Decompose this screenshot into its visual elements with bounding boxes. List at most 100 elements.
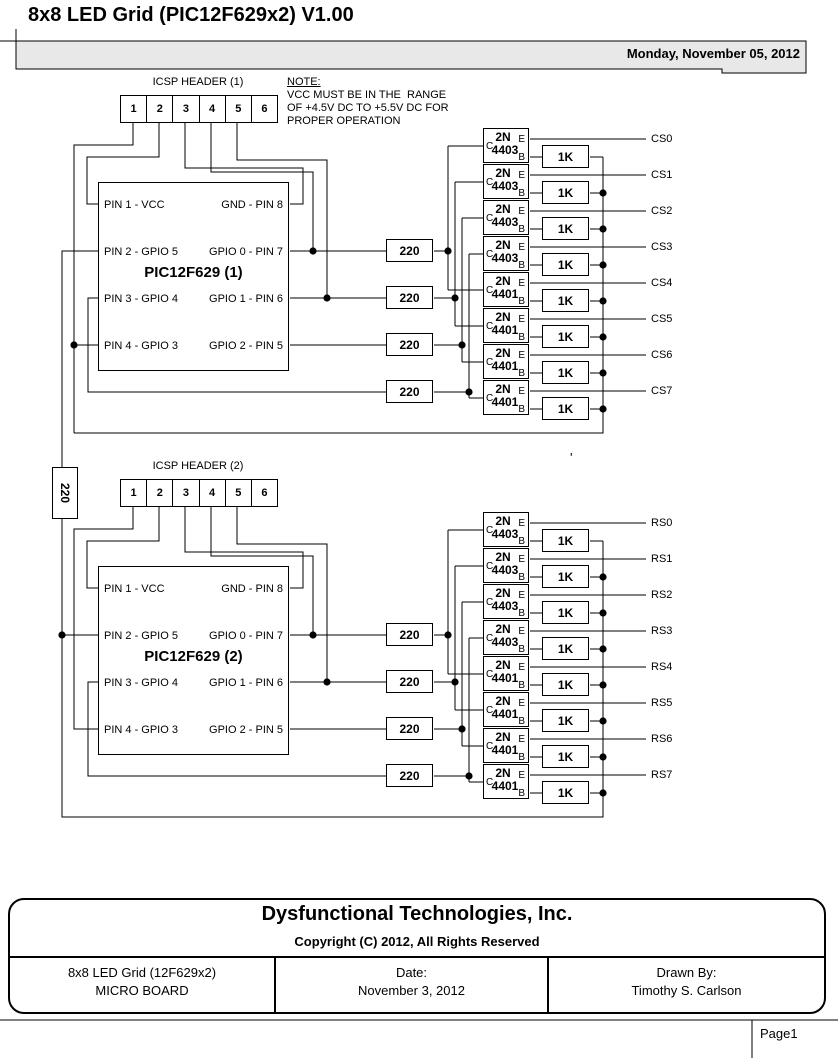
transistor-pin-b: B bbox=[518, 260, 525, 271]
transistor-part-top: 2N bbox=[495, 586, 511, 600]
transistor-part-top: 2N bbox=[495, 166, 511, 180]
base-resistor-label: 1K bbox=[557, 149, 574, 164]
transistor-pin-c: C bbox=[486, 357, 494, 368]
base-resistor-label: 1K bbox=[557, 677, 574, 692]
base-resistor: 1K bbox=[542, 181, 589, 204]
pic-left-pin-label: PIN 4 - GPIO 3 bbox=[104, 724, 178, 736]
series-resistor-label: 220 bbox=[399, 674, 420, 689]
base-resistor-label: 1K bbox=[557, 533, 574, 548]
pic-left-pin-label: PIN 4 - GPIO 3 bbox=[104, 340, 178, 352]
board-name-cell: 8x8 LED Grid (12F629x2) MICRO BOARD bbox=[10, 958, 274, 1012]
icsp-header-label: ICSP HEADER (2) bbox=[152, 460, 244, 472]
note-line: OF +4.5V DC TO +5.5V DC FOR bbox=[287, 102, 449, 114]
junction-dot bbox=[599, 645, 607, 653]
base-resistor: 1K bbox=[542, 145, 589, 168]
transistor-part-bottom: 4401 bbox=[491, 287, 519, 301]
signal-label: RS4 bbox=[651, 661, 673, 673]
pic-left-pin-label: PIN 3 - GPIO 4 bbox=[104, 293, 178, 305]
transistor-part-bottom: 4403 bbox=[491, 179, 519, 193]
wire bbox=[184, 121, 304, 205]
transistor-part-bottom: 4403 bbox=[491, 143, 519, 157]
signal-label: CS4 bbox=[651, 277, 673, 289]
transistor-pin-e: E bbox=[518, 206, 525, 217]
transistor-pin-c: C bbox=[486, 213, 494, 224]
board-name-line2: MICRO BOARD bbox=[95, 983, 189, 998]
transistor-pin-c: C bbox=[486, 525, 494, 536]
base-resistor: 1K bbox=[542, 325, 589, 348]
page-title: 8x8 LED Grid (PIC12F629x2) V1.00 bbox=[28, 4, 354, 26]
transistor-part-bottom: 4401 bbox=[491, 743, 519, 757]
base-resistor: 1K bbox=[542, 361, 589, 384]
note-block: NOTE: VCC MUST BE IN THE RANGE OF +4.5V … bbox=[287, 76, 449, 128]
junction-dot bbox=[599, 261, 607, 269]
link-resistor-220: 220 bbox=[52, 467, 78, 519]
wire bbox=[210, 121, 314, 251]
wire bbox=[236, 505, 328, 682]
wire bbox=[236, 121, 328, 298]
wire bbox=[87, 681, 386, 777]
junction-dot bbox=[599, 717, 607, 725]
transistor-part-bottom: 4403 bbox=[491, 527, 519, 541]
icsp-pin-cell: 2 bbox=[147, 96, 174, 122]
base-resistor: 1K bbox=[542, 601, 589, 624]
company-name: Dysfunctional Technologies, Inc. bbox=[261, 903, 573, 925]
base-resistor-label: 1K bbox=[557, 605, 574, 620]
transistor-part-top: 2N bbox=[495, 202, 511, 216]
signal-label: RS0 bbox=[651, 517, 673, 529]
transistor-pin-c: C bbox=[486, 249, 494, 260]
base-resistor: 1K bbox=[542, 217, 589, 240]
series-resistor: 220 bbox=[386, 286, 433, 309]
transistor-pin-e: E bbox=[518, 386, 525, 397]
transistor-pin-e: E bbox=[518, 278, 525, 289]
date-cell: Date: November 3, 2012 bbox=[274, 958, 547, 1012]
transistor-pin-e: E bbox=[518, 590, 525, 601]
transistor-part-top: 2N bbox=[495, 346, 511, 360]
transistor-pin-b: B bbox=[518, 296, 525, 307]
base-resistor-label: 1K bbox=[557, 749, 574, 764]
base-resistor-label: 1K bbox=[557, 185, 574, 200]
base-resistor: 1K bbox=[542, 565, 589, 588]
transistor-pin-b: B bbox=[518, 644, 525, 655]
base-resistor-label: 1K bbox=[557, 293, 574, 308]
transistor-pin-b: B bbox=[518, 188, 525, 199]
series-resistor-label: 220 bbox=[399, 290, 420, 305]
transistor-part-bottom: 4403 bbox=[491, 599, 519, 613]
transistor-part-bottom: 4401 bbox=[491, 779, 519, 793]
signal-label: RS1 bbox=[651, 553, 673, 565]
transistor-pin-c: C bbox=[486, 705, 494, 716]
junction-dot bbox=[599, 405, 607, 413]
junction-dot bbox=[599, 297, 607, 305]
junction-dot bbox=[599, 189, 607, 197]
base-resistor-label: 1K bbox=[557, 785, 574, 800]
transistor-pin-b: B bbox=[518, 152, 525, 163]
series-resistor-label: 220 bbox=[399, 768, 420, 783]
series-resistor: 220 bbox=[386, 333, 433, 356]
series-resistor: 220 bbox=[386, 623, 433, 646]
transistor-part-top: 2N bbox=[495, 238, 511, 252]
signal-label: CS6 bbox=[651, 349, 673, 361]
icsp-pin-cell: 6 bbox=[261, 487, 268, 499]
junction-dot bbox=[599, 681, 607, 689]
icsp-pin-cell: 3 bbox=[173, 96, 200, 122]
date-value: November 3, 2012 bbox=[358, 983, 465, 998]
transistor-pin-b: B bbox=[518, 788, 525, 799]
transistor-pin-e: E bbox=[518, 698, 525, 709]
wire bbox=[74, 157, 604, 434]
drawn-by-value: Timothy S. Carlson bbox=[631, 983, 742, 998]
base-resistor: 1K bbox=[542, 637, 589, 660]
pic-right-pin-label: GPIO 2 - PIN 5 bbox=[209, 724, 283, 736]
wire bbox=[86, 505, 160, 589]
transistor-pin-c: C bbox=[486, 561, 494, 572]
junction-dot bbox=[599, 573, 607, 581]
transistor-pin-e: E bbox=[518, 554, 525, 565]
transistor-pin-c: C bbox=[486, 633, 494, 644]
wire bbox=[61, 517, 604, 818]
transistor-part-top: 2N bbox=[495, 310, 511, 324]
